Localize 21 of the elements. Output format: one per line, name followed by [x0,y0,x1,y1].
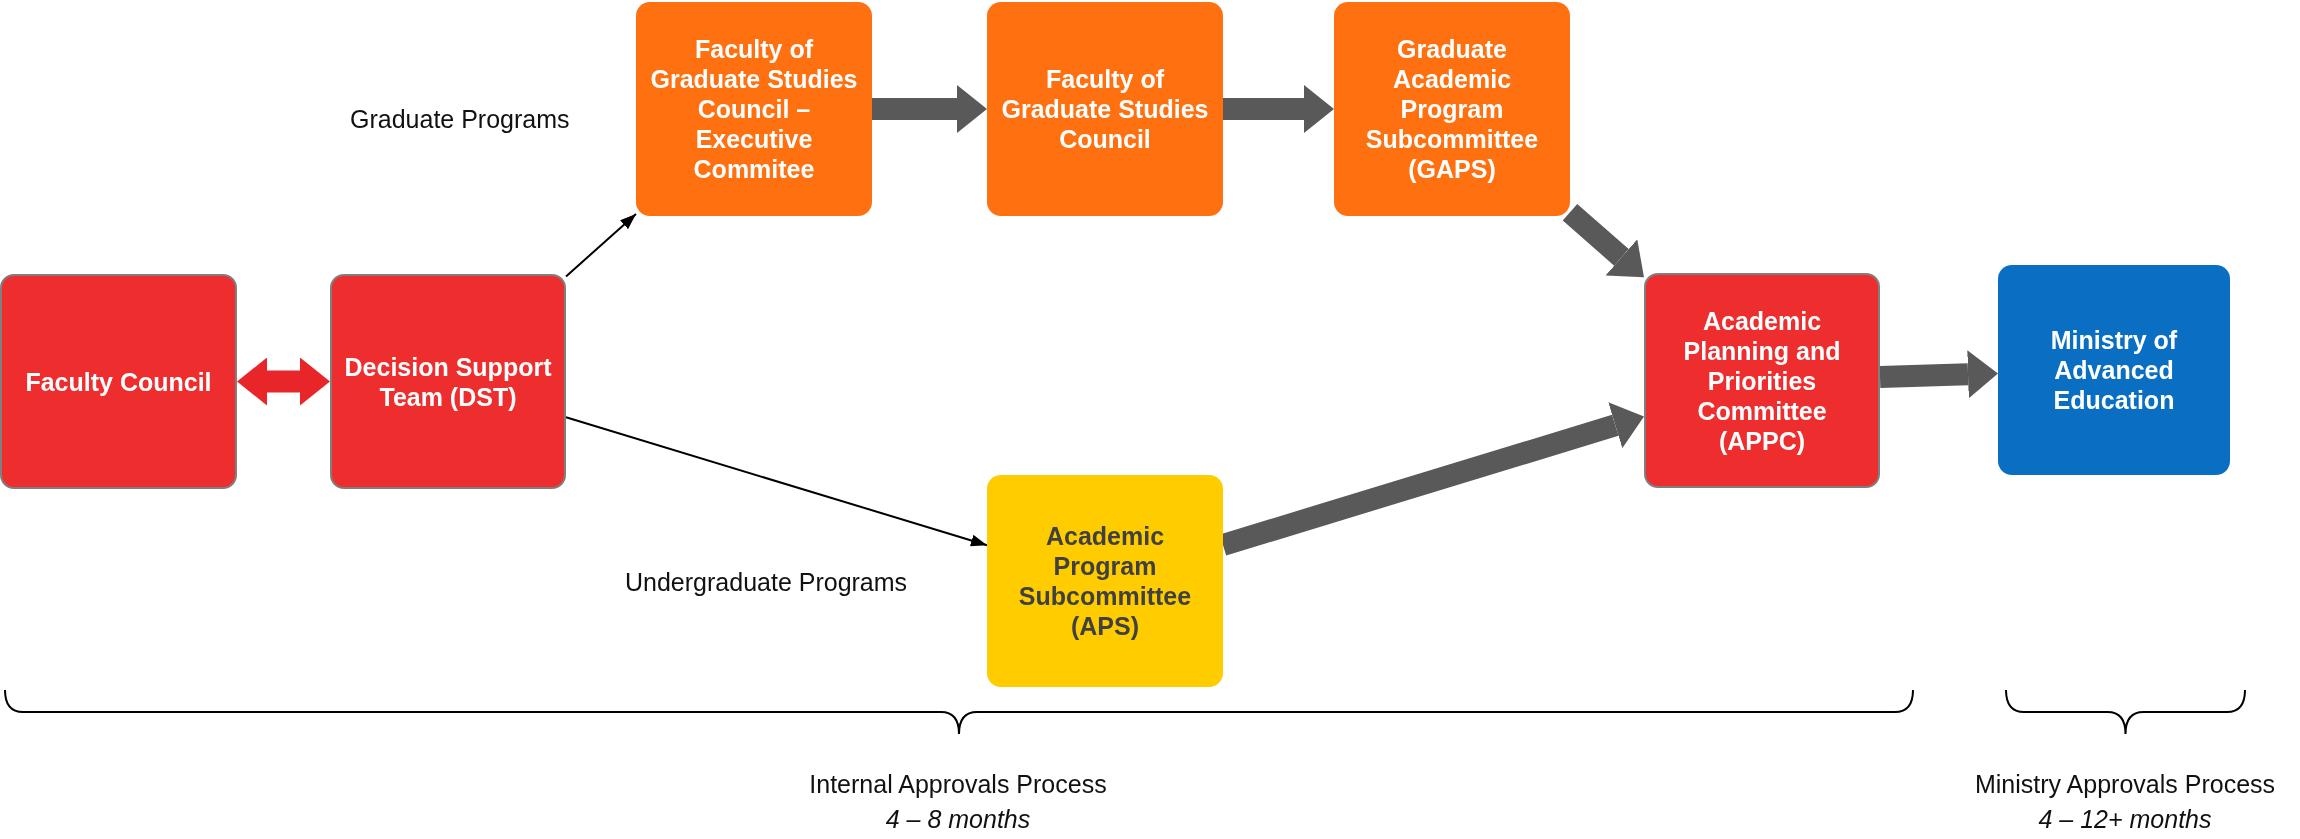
process-box: Decision Support Team (DST) [330,274,566,489]
arrow [1562,204,1644,278]
arrow [237,357,330,406]
process-box: Graduate Academic Program Subcommittee (GAPS) [1334,2,1570,216]
duration-text: 4 – 8 months [885,805,1031,834]
process-box: Ministry of Advanced Education [1998,265,2230,475]
arrow [872,85,987,133]
process-label: Ministry Approvals Process [1974,770,2276,799]
arrow [1223,85,1334,133]
arrow [565,416,988,547]
process-box: Academic Program Subcommittee (APS) [987,475,1223,687]
edge-label: Graduate Programs [350,105,570,134]
process-box: Faculty of Graduate Studies Council – Executive Commitee [636,2,872,216]
process-box: Faculty of Graduate Studies Council [987,2,1223,216]
arrow [1879,350,1998,399]
process-box: Academic Planning and Priorities Committee (APPC) [1644,273,1880,488]
process-label: Internal Approvals Process [809,770,1107,799]
process-box: Faculty Council [0,274,237,489]
arrow [565,213,637,278]
duration-text: 4 – 12+ months [2038,805,2212,834]
edge-label: Undergraduate Programs [625,568,908,597]
